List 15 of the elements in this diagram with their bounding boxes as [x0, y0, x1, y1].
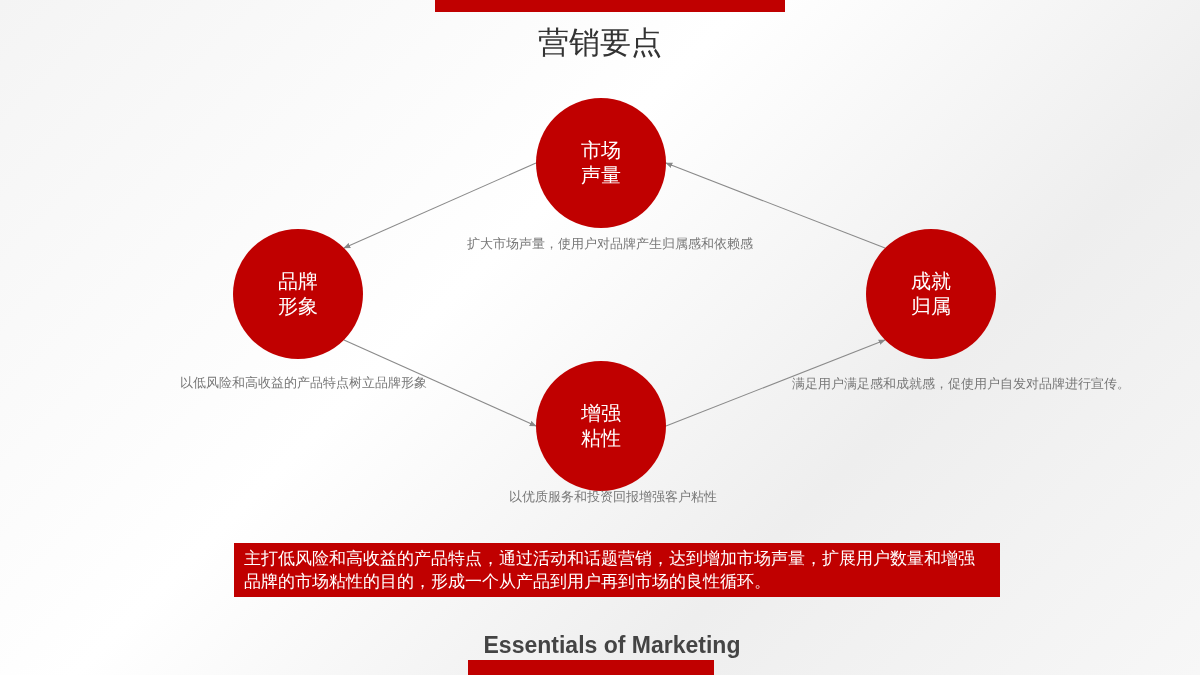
caption-text: 满足用户满足感和成就感，促使用户自发对品牌进行宣传。 [792, 376, 1130, 393]
circle-node: 品牌形象 [233, 229, 363, 359]
circle-node: 成就归属 [866, 229, 996, 359]
arrow [343, 162, 537, 249]
title: 营销要点 [537, 23, 663, 62]
arrow [665, 339, 886, 427]
circle-node: 增强粘性 [536, 361, 666, 491]
arrow [343, 339, 537, 427]
caption-text: 以低风险和高收益的产品特点树立品牌形象 [179, 375, 427, 392]
arrow [665, 162, 886, 249]
summary-box: 主打低风险和高收益的产品特点，通过活动和话题营销，达到增加市场声量，扩展用户数量和增强品牌的市场粘性的目的，形成一个从产品到用户再到市场的良性循环。 [234, 543, 1000, 597]
circle-node: 市场声量 [536, 98, 666, 228]
footer-text: Essentials of Marketing [482, 632, 742, 659]
caption-text: 以优质服务和投资回报增强客户粘性 [509, 489, 717, 506]
caption-text: 扩大市场声量，使用户对品牌产生归属感和依赖感 [467, 236, 753, 253]
